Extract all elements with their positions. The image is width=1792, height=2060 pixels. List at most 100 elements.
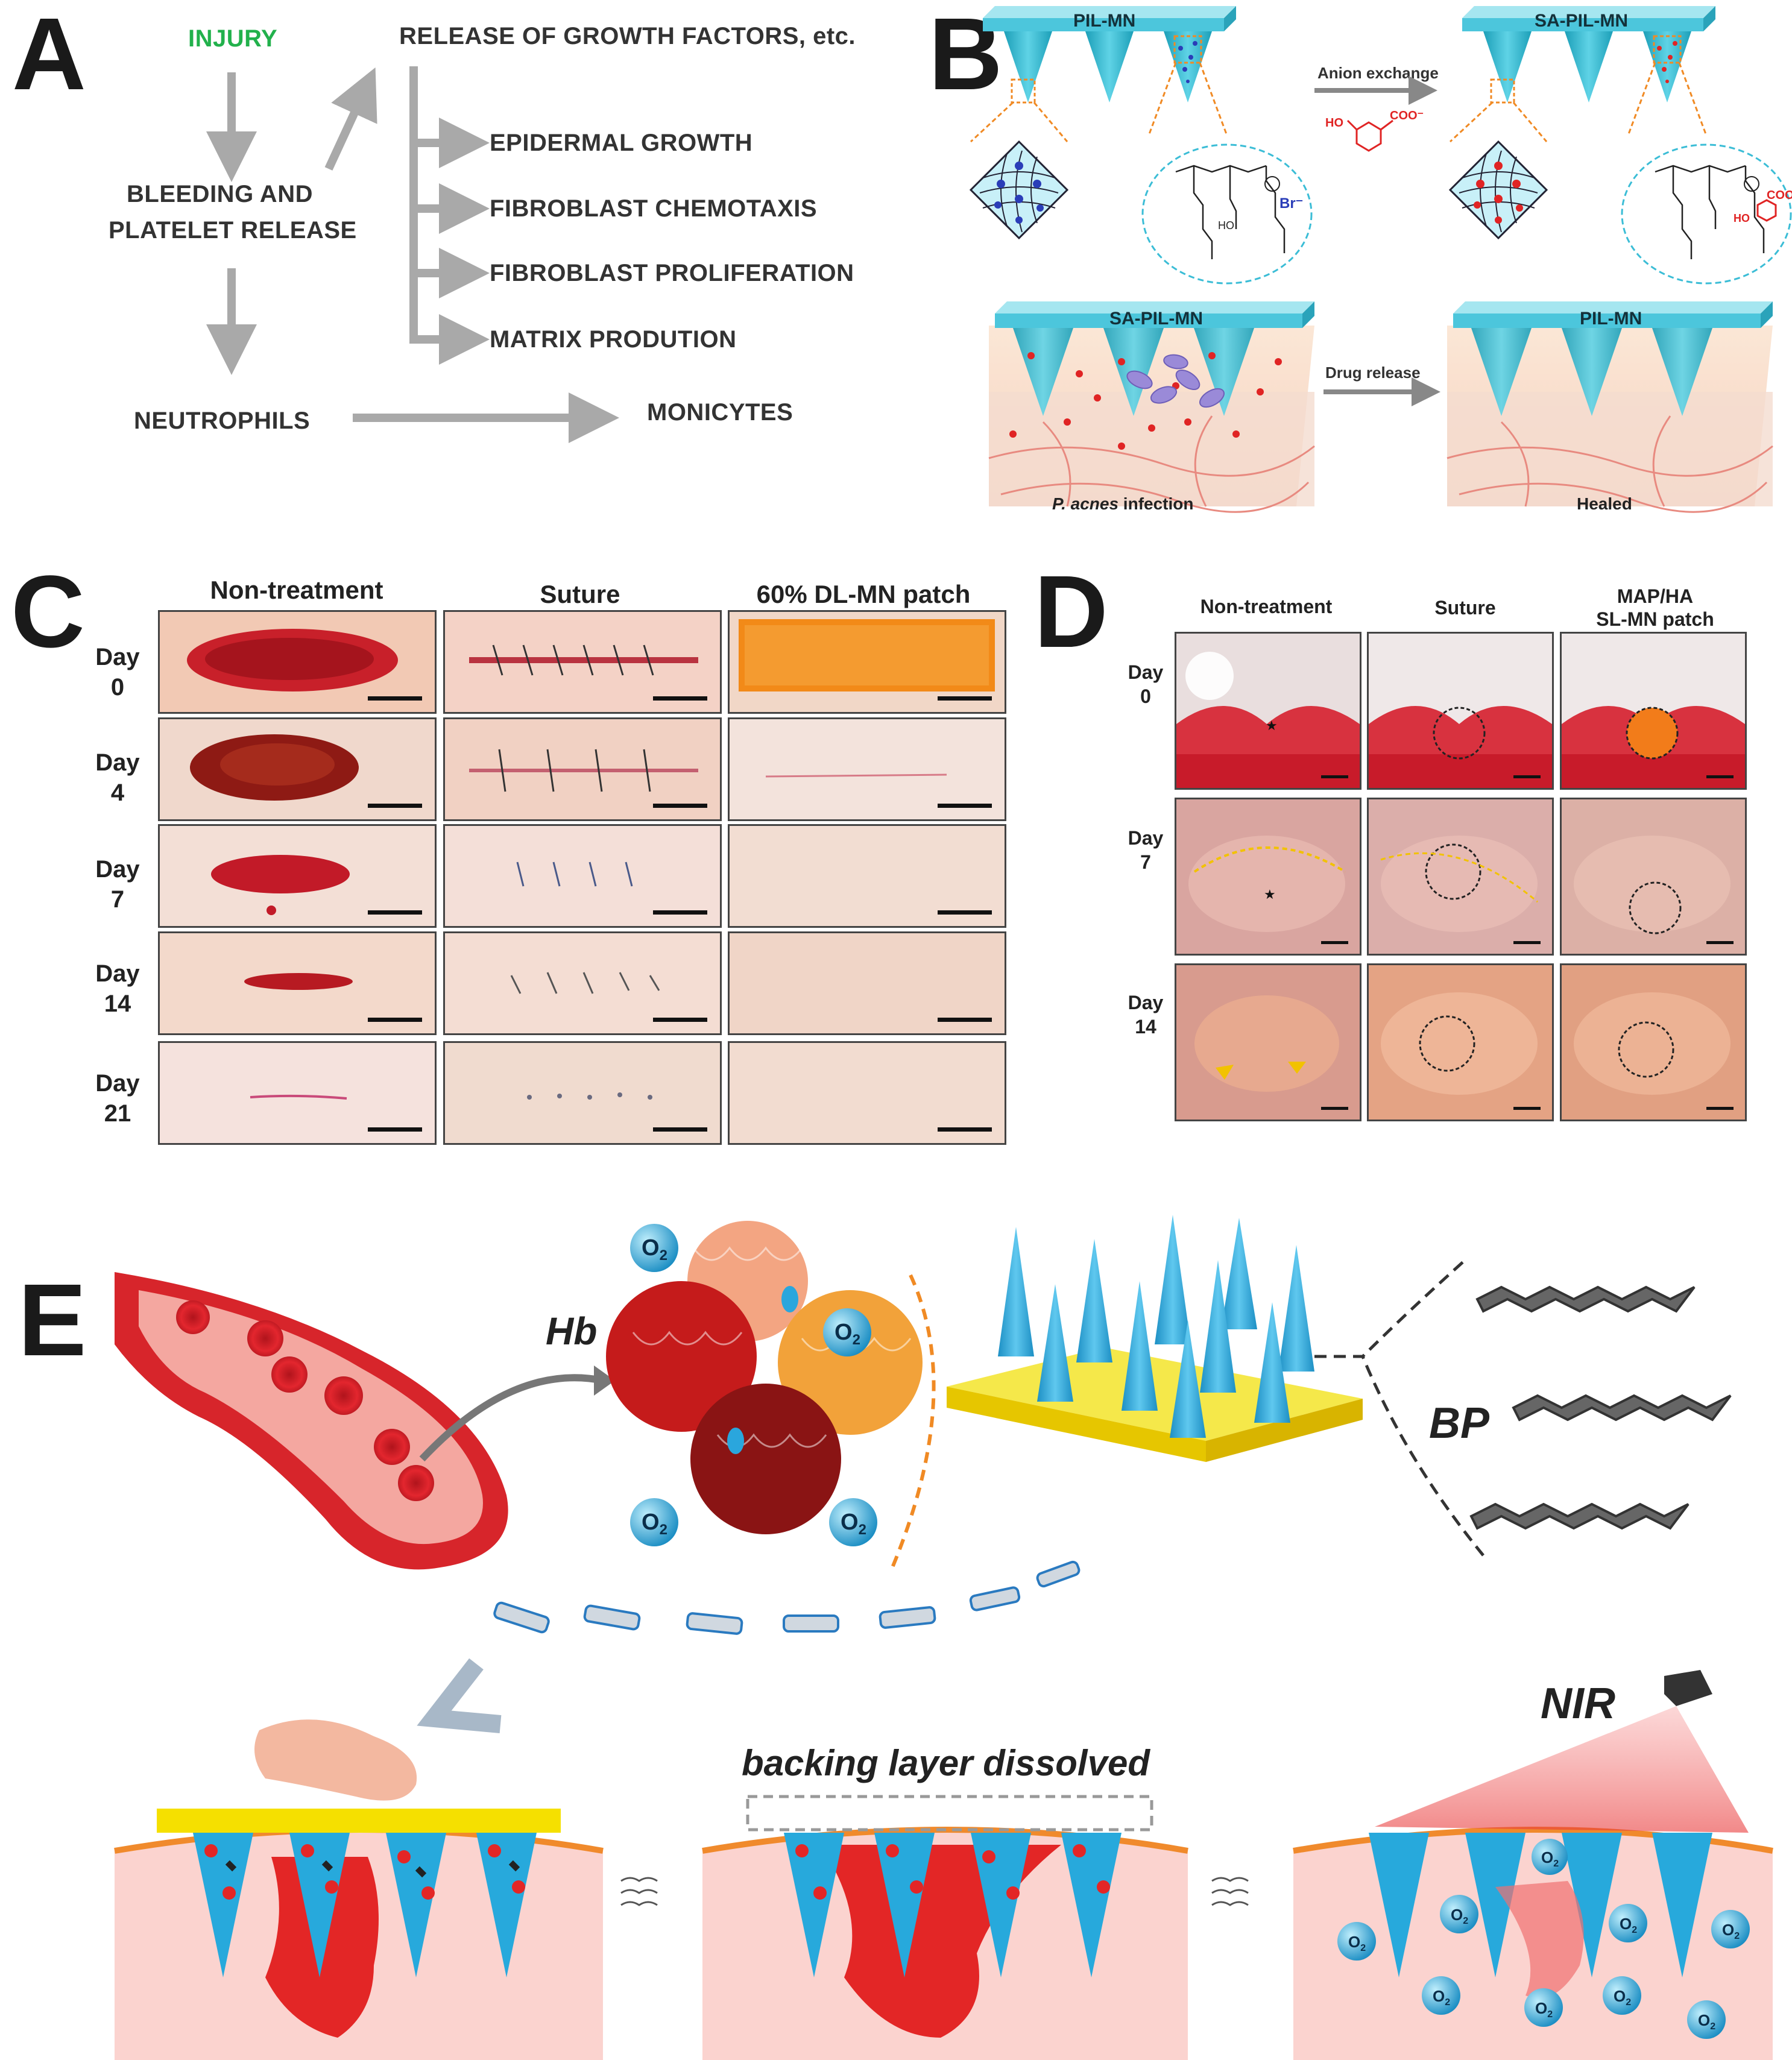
d-photo-slmn-day14 xyxy=(1560,963,1747,1121)
coo-label-top: COO⁻ xyxy=(1390,109,1424,122)
svg-text:O2: O2 xyxy=(1541,1848,1559,1869)
d-photo-nontreatment-day7: ★ xyxy=(1175,798,1361,956)
salicylate-molecule: COO⁻ HO xyxy=(1325,109,1424,152)
panel-a-letter: A xyxy=(12,0,86,112)
anion-exchange-label: Anion exchange xyxy=(1317,64,1439,82)
svg-text:O2: O2 xyxy=(642,1235,667,1264)
photo-suture-day14 xyxy=(443,931,722,1035)
sa-pil-mn-patch-top: COO⁻ HO xyxy=(1448,6,1792,285)
o2-bubbles-hb xyxy=(630,1224,877,1546)
panel-e-letter: E xyxy=(18,1263,87,1378)
blood-vessel-illustration xyxy=(115,1272,615,1570)
d-column-header-nontreatment: Non-treatment xyxy=(1200,596,1333,617)
photo-suture-day0 xyxy=(443,610,722,714)
backing-dissolved-label: backing layer dissolved xyxy=(742,1743,1150,1783)
ho-label-1: HO xyxy=(1218,219,1234,232)
skin-stage-2 xyxy=(702,1795,1188,2060)
photo-nontreatment-day21 xyxy=(158,1041,437,1145)
svg-text:★: ★ xyxy=(1266,718,1278,733)
wavy-separator-2 xyxy=(1211,1877,1249,1906)
skin-stage-1 xyxy=(114,1809,604,2060)
photo-dlmn-day4 xyxy=(728,717,1006,821)
column-header-nontreatment: Non-treatment xyxy=(210,576,383,604)
panel-e-illustration: O2 O2 O2 O2 Hb xyxy=(114,1215,1773,2060)
sa-pil-mn-top-label: SA-PIL-MN xyxy=(1535,11,1628,31)
photo-dlmn-day21 xyxy=(728,1041,1006,1145)
wavy-separator-1 xyxy=(620,1877,658,1906)
svg-text:O2: O2 xyxy=(1348,1933,1366,1953)
panel-c-letter: C xyxy=(11,555,85,669)
pil-mn-bottom-label: PIL-MN xyxy=(1580,309,1642,329)
pil-mn-healed: PIL-MN Healed xyxy=(1447,301,1773,513)
hb-label: Hb xyxy=(546,1309,597,1353)
bp-nanosheets xyxy=(1469,1285,1732,1530)
arrow-bleeding-to-release xyxy=(324,67,377,171)
curved-arrow-to-hb xyxy=(419,1374,604,1462)
d-photo-suture-day14 xyxy=(1367,963,1554,1121)
infection-italic: P. acnes xyxy=(1052,494,1118,513)
nir-label: NIR xyxy=(1541,1680,1615,1728)
d-photo-slmn-day0 xyxy=(1560,632,1747,790)
column-header-suture: Suture xyxy=(540,580,620,608)
svg-text:O2: O2 xyxy=(642,1510,667,1538)
photo-suture-day4 xyxy=(443,717,722,821)
sa-pil-mn-in-skin: SA-PIL-MN P. acnes infection xyxy=(988,301,1315,513)
photo-nontreatment-day14 xyxy=(158,931,437,1035)
svg-text:O2: O2 xyxy=(1451,1906,1468,1926)
d-photo-suture-day7 xyxy=(1367,798,1554,956)
sa-pil-mn-bottom-label: SA-PIL-MN xyxy=(1109,309,1203,329)
svg-text:O2: O2 xyxy=(841,1510,866,1538)
svg-text:O2: O2 xyxy=(1620,1915,1637,1935)
o2-labels-hb: O2 O2 O2 O2 xyxy=(642,1235,866,1538)
bp-label: BP xyxy=(1429,1399,1490,1447)
drug-release-label: Drug release xyxy=(1325,364,1421,382)
photo-nontreatment-day7 xyxy=(158,824,437,928)
d-column-header-suture: Suture xyxy=(1434,597,1496,619)
infection-label: P. acnes infection xyxy=(1052,494,1193,513)
photo-dlmn-day7 xyxy=(728,824,1006,928)
panel-b: B xyxy=(923,0,1792,531)
finger-illustration xyxy=(254,1719,417,1801)
nir-beam xyxy=(1375,1706,1749,1833)
svg-text:★: ★ xyxy=(1264,887,1276,902)
photo-suture-day21 xyxy=(443,1041,722,1145)
svg-text:O2: O2 xyxy=(1433,1987,1450,2008)
panel-a-arrows xyxy=(206,66,619,443)
injury-label: INJURY xyxy=(188,25,278,52)
photo-nontreatment-day0 xyxy=(158,610,437,714)
panel-e: E xyxy=(0,1194,1792,2060)
panel-a: A INJURY BLEEDING AND PLATELET RELEASE R… xyxy=(0,0,892,494)
svg-text:O2: O2 xyxy=(1614,1987,1631,2008)
skin-stage-3: O2 O2 O2 O2 O2 O2 O2 O2 O2 xyxy=(1293,1670,1773,2060)
svg-text:O2: O2 xyxy=(1698,2011,1715,2032)
photo-dlmn-day0 xyxy=(728,610,1006,714)
photo-suture-day7 xyxy=(443,824,722,928)
d-photo-nontreatment-day0: ★ xyxy=(1175,632,1361,790)
pil-mn-top-label: PIL-MN xyxy=(1073,11,1135,31)
infection-rest: infection xyxy=(1118,494,1193,513)
panel-c: C Non-treatment Suture 60% DL-MN patch D… xyxy=(0,543,1025,1170)
d-photo-nontreatment-day14 xyxy=(1175,963,1361,1121)
branch-chemotaxis: FIBROBLAST CHEMOTAXIS xyxy=(490,195,818,222)
branch-epidermal: EPIDERMAL GROWTH xyxy=(490,130,753,156)
hb-protein-illustration xyxy=(606,1221,936,1569)
branch-matrix: MATRIX PRODUTION xyxy=(490,326,737,353)
d-photo-suture-day0 xyxy=(1367,632,1554,790)
svg-text:O2: O2 xyxy=(834,1320,860,1348)
photo-dlmn-day14 xyxy=(728,931,1006,1035)
panel-d-letter: D xyxy=(1034,555,1108,669)
svg-text:O2: O2 xyxy=(1722,1921,1740,1941)
neutrophils-label: NEUTROPHILS xyxy=(134,408,311,434)
healed-label: Healed xyxy=(1577,494,1632,513)
patch-trail xyxy=(417,1560,1081,1733)
bleeding-label-line1: BLEEDING AND xyxy=(127,181,313,207)
coo-label-right: COO⁻ xyxy=(1767,189,1792,202)
d-photo-slmn-day7 xyxy=(1560,798,1747,956)
